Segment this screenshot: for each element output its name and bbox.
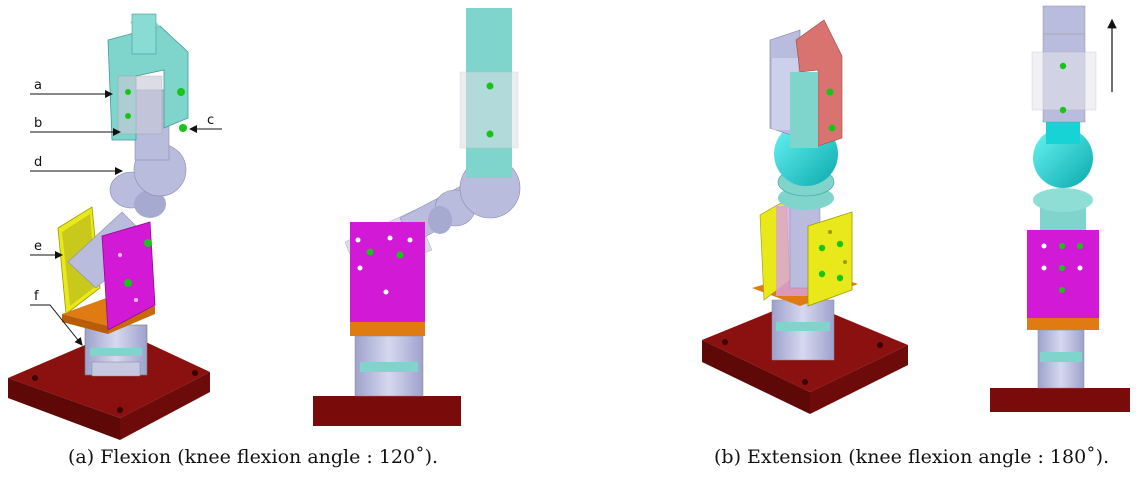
magenta-plate-side bbox=[350, 222, 425, 322]
label-f: f bbox=[34, 289, 39, 304]
label-a: a bbox=[34, 78, 42, 93]
flexion-isometric-view: a b c d e f bbox=[8, 13, 222, 440]
base-plate-side-view bbox=[313, 396, 461, 426]
label-d: d bbox=[34, 155, 42, 170]
label-e: e bbox=[34, 239, 42, 254]
caption-flexion: (a) Flexion (knee flexion angle : 120˚). bbox=[68, 446, 439, 468]
orange-plate-side bbox=[350, 322, 425, 336]
label-c: c bbox=[207, 113, 214, 128]
label-b: b bbox=[34, 116, 42, 131]
salmon-block-ext bbox=[795, 19, 843, 147]
base-plate-front bbox=[8, 378, 120, 440]
extension-side-view bbox=[990, 5, 1130, 412]
orange-plate-side-ext bbox=[1027, 318, 1099, 330]
base-plate-side bbox=[120, 372, 210, 440]
caption-extension: (b) Extension (knee flexion angle : 180˚… bbox=[714, 446, 1110, 468]
magenta-side-plate bbox=[101, 221, 156, 331]
flexion-side-view bbox=[313, 8, 521, 426]
base-plate-side-ext bbox=[990, 388, 1130, 412]
extension-isometric-view bbox=[702, 19, 908, 414]
